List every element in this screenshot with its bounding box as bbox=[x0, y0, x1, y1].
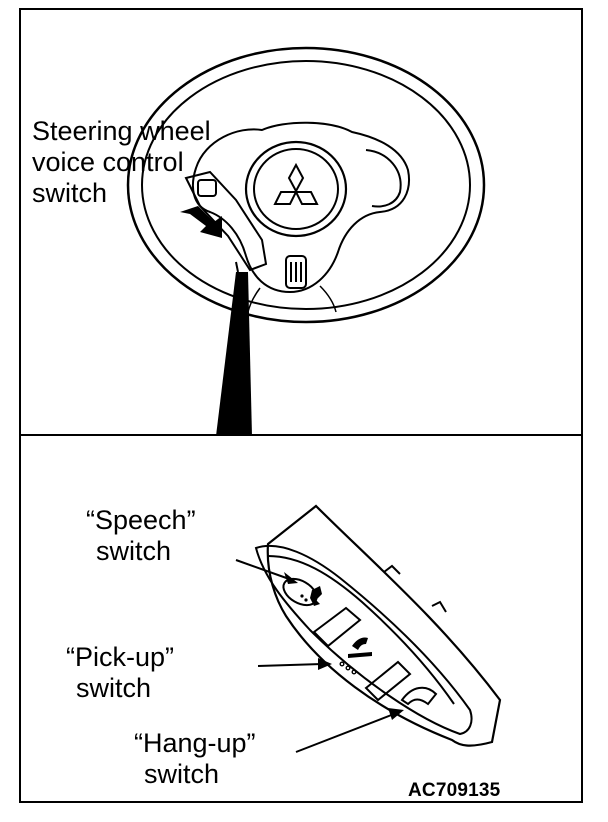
panel-divider bbox=[19, 434, 583, 436]
speech-leader bbox=[235, 559, 298, 584]
wheel-label-line-2: voice control bbox=[32, 147, 184, 177]
hangup-label-line-1: “Hang-up” bbox=[134, 728, 256, 758]
speech-label-line-1: “Speech” bbox=[86, 505, 196, 535]
speech-switch-label: “Speech” switch bbox=[86, 505, 196, 567]
pickup-label-line-2: switch bbox=[76, 673, 152, 703]
figure-frame bbox=[19, 8, 583, 803]
pickup-switch-label: “Pick-up” switch bbox=[66, 642, 174, 704]
wheel-switch-arrow bbox=[180, 206, 222, 238]
pickup-label-line-1: “Pick-up” bbox=[66, 642, 175, 672]
figure-id: AC709135 bbox=[408, 780, 501, 801]
speech-key-icon bbox=[300, 586, 322, 606]
hangup-leader bbox=[295, 708, 404, 753]
steering-wheel bbox=[126, 46, 486, 324]
callout-wedge bbox=[216, 272, 252, 436]
brand-emblem-icon bbox=[273, 162, 319, 205]
wheel-switch-label: Steering wheel voice control switch bbox=[32, 116, 211, 209]
pickup-leader bbox=[257, 658, 332, 670]
pickup-dots-icon bbox=[339, 661, 357, 675]
wheel-label-line-3: switch bbox=[32, 178, 108, 208]
switch-assembly bbox=[254, 504, 502, 747]
hangup-switch-label: “Hang-up” switch bbox=[134, 728, 256, 790]
phone-pickup-icon bbox=[348, 637, 372, 658]
wheel-label-line-1: Steering wheel bbox=[32, 116, 211, 146]
hangup-label-line-2: switch bbox=[144, 759, 220, 789]
speech-label-line-2: switch bbox=[96, 536, 172, 566]
